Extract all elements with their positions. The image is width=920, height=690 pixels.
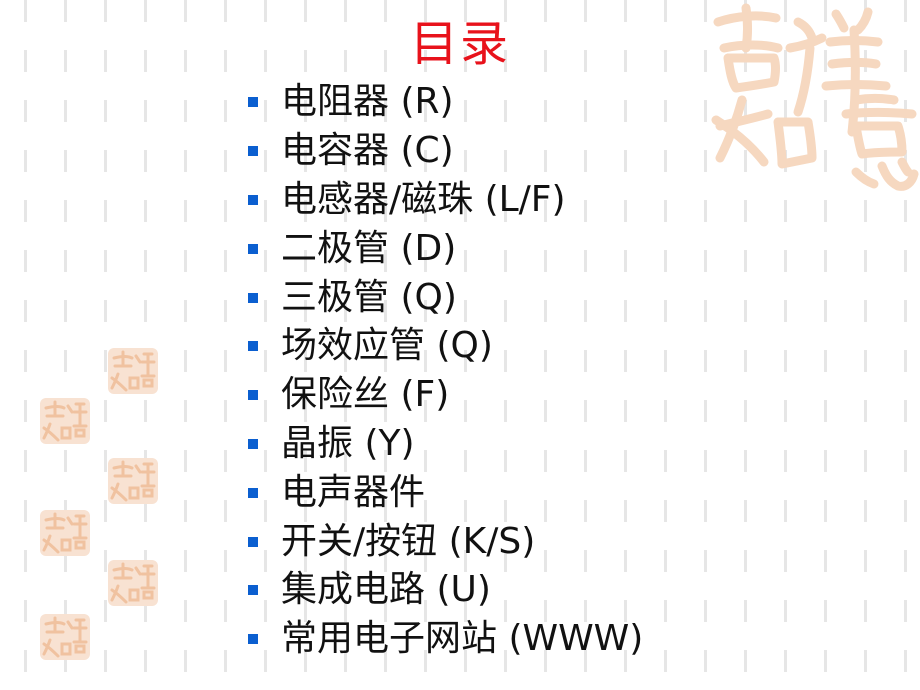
small-seal-icon — [108, 348, 158, 394]
auspicious-calligraphy-seal-icon — [711, 3, 919, 191]
small-seal-icon — [108, 560, 158, 606]
list-item[interactable]: 场效应管 (Q) — [248, 322, 643, 371]
list-item-label: 二极管 (D) — [281, 227, 457, 269]
dashed-guide-line — [264, 0, 267, 690]
page-title: 目录 — [409, 16, 510, 72]
dashed-guide-line — [544, 0, 547, 690]
dashed-guide-line — [24, 0, 27, 690]
square-bullet-icon — [248, 292, 258, 303]
dashed-guide-line — [424, 0, 427, 690]
list-item[interactable]: 电阻器 (R) — [248, 78, 643, 127]
dashed-guide-line — [224, 0, 227, 690]
list-item-label: 电容器 (C) — [281, 130, 454, 172]
dashed-guide-line — [664, 0, 667, 690]
dashed-guide-line — [304, 0, 307, 690]
dashed-guide-line — [864, 0, 867, 690]
list-item-label: 常用电子网站 (WWW) — [281, 618, 644, 660]
list-item-label: 电感器/磁珠 (L/F) — [281, 178, 566, 220]
dashed-guide-line — [384, 0, 387, 690]
dashed-guide-line — [904, 0, 907, 690]
square-bullet-icon — [248, 536, 258, 547]
list-item-label: 三极管 (Q) — [281, 276, 457, 318]
dashed-guide-line — [624, 0, 627, 690]
square-bullet-icon — [248, 438, 258, 449]
list-item[interactable]: 开关/按钮 (K/S) — [248, 517, 643, 566]
small-seal-icon — [40, 398, 90, 444]
list-item[interactable]: 二极管 (D) — [248, 224, 643, 273]
dashed-guide-line — [144, 0, 147, 690]
dashed-guide-line — [584, 0, 587, 690]
list-item[interactable]: 集成电路 (U) — [248, 566, 643, 615]
list-item-label: 集成电路 (U) — [281, 569, 491, 611]
square-bullet-icon — [248, 194, 258, 205]
list-item[interactable]: 电感器/磁珠 (L/F) — [248, 176, 643, 225]
list-item-label: 场效应管 (Q) — [281, 325, 493, 367]
dashed-guide-line — [64, 0, 67, 690]
square-bullet-icon — [248, 341, 258, 352]
square-bullet-icon — [248, 97, 258, 108]
dashed-guide-line — [104, 0, 107, 690]
list-item[interactable]: 电容器 (C) — [248, 127, 643, 176]
toc-list: 电阻器 (R) 电容器 (C) 电感器/磁珠 (L/F) 二极管 (D) 三极管… — [248, 78, 643, 664]
list-item[interactable]: 常用电子网站 (WWW) — [248, 615, 643, 664]
dashed-guide-line — [464, 0, 467, 690]
dashed-guide-line — [184, 0, 187, 690]
list-item-label: 电声器件 — [281, 471, 426, 513]
list-item[interactable]: 电声器件 — [248, 468, 643, 517]
dashed-guide-line — [344, 0, 347, 690]
dashed-guide-line — [704, 0, 707, 690]
square-bullet-icon — [248, 146, 258, 157]
list-item-label: 保险丝 (F) — [281, 374, 450, 416]
small-seal-icon — [108, 458, 158, 504]
small-seal-icon — [40, 510, 90, 556]
square-bullet-icon — [248, 243, 258, 254]
square-bullet-icon — [248, 634, 258, 645]
list-item-label: 电阻器 (R) — [281, 81, 454, 123]
square-bullet-icon — [248, 390, 258, 401]
list-item[interactable]: 晶振 (Y) — [248, 420, 643, 469]
dashed-guide-line — [824, 0, 827, 690]
list-item-label: 晶振 (Y) — [281, 422, 415, 464]
small-seal-icon — [40, 614, 90, 660]
square-bullet-icon — [248, 585, 258, 596]
dashed-guide-line — [784, 0, 787, 690]
list-item[interactable]: 三极管 (Q) — [248, 273, 643, 322]
list-item-label: 开关/按钮 (K/S) — [281, 520, 536, 562]
list-item[interactable]: 保险丝 (F) — [248, 371, 643, 420]
dashed-guide-line — [504, 0, 507, 690]
square-bullet-icon — [248, 487, 258, 498]
dashed-guide-line — [744, 0, 747, 690]
